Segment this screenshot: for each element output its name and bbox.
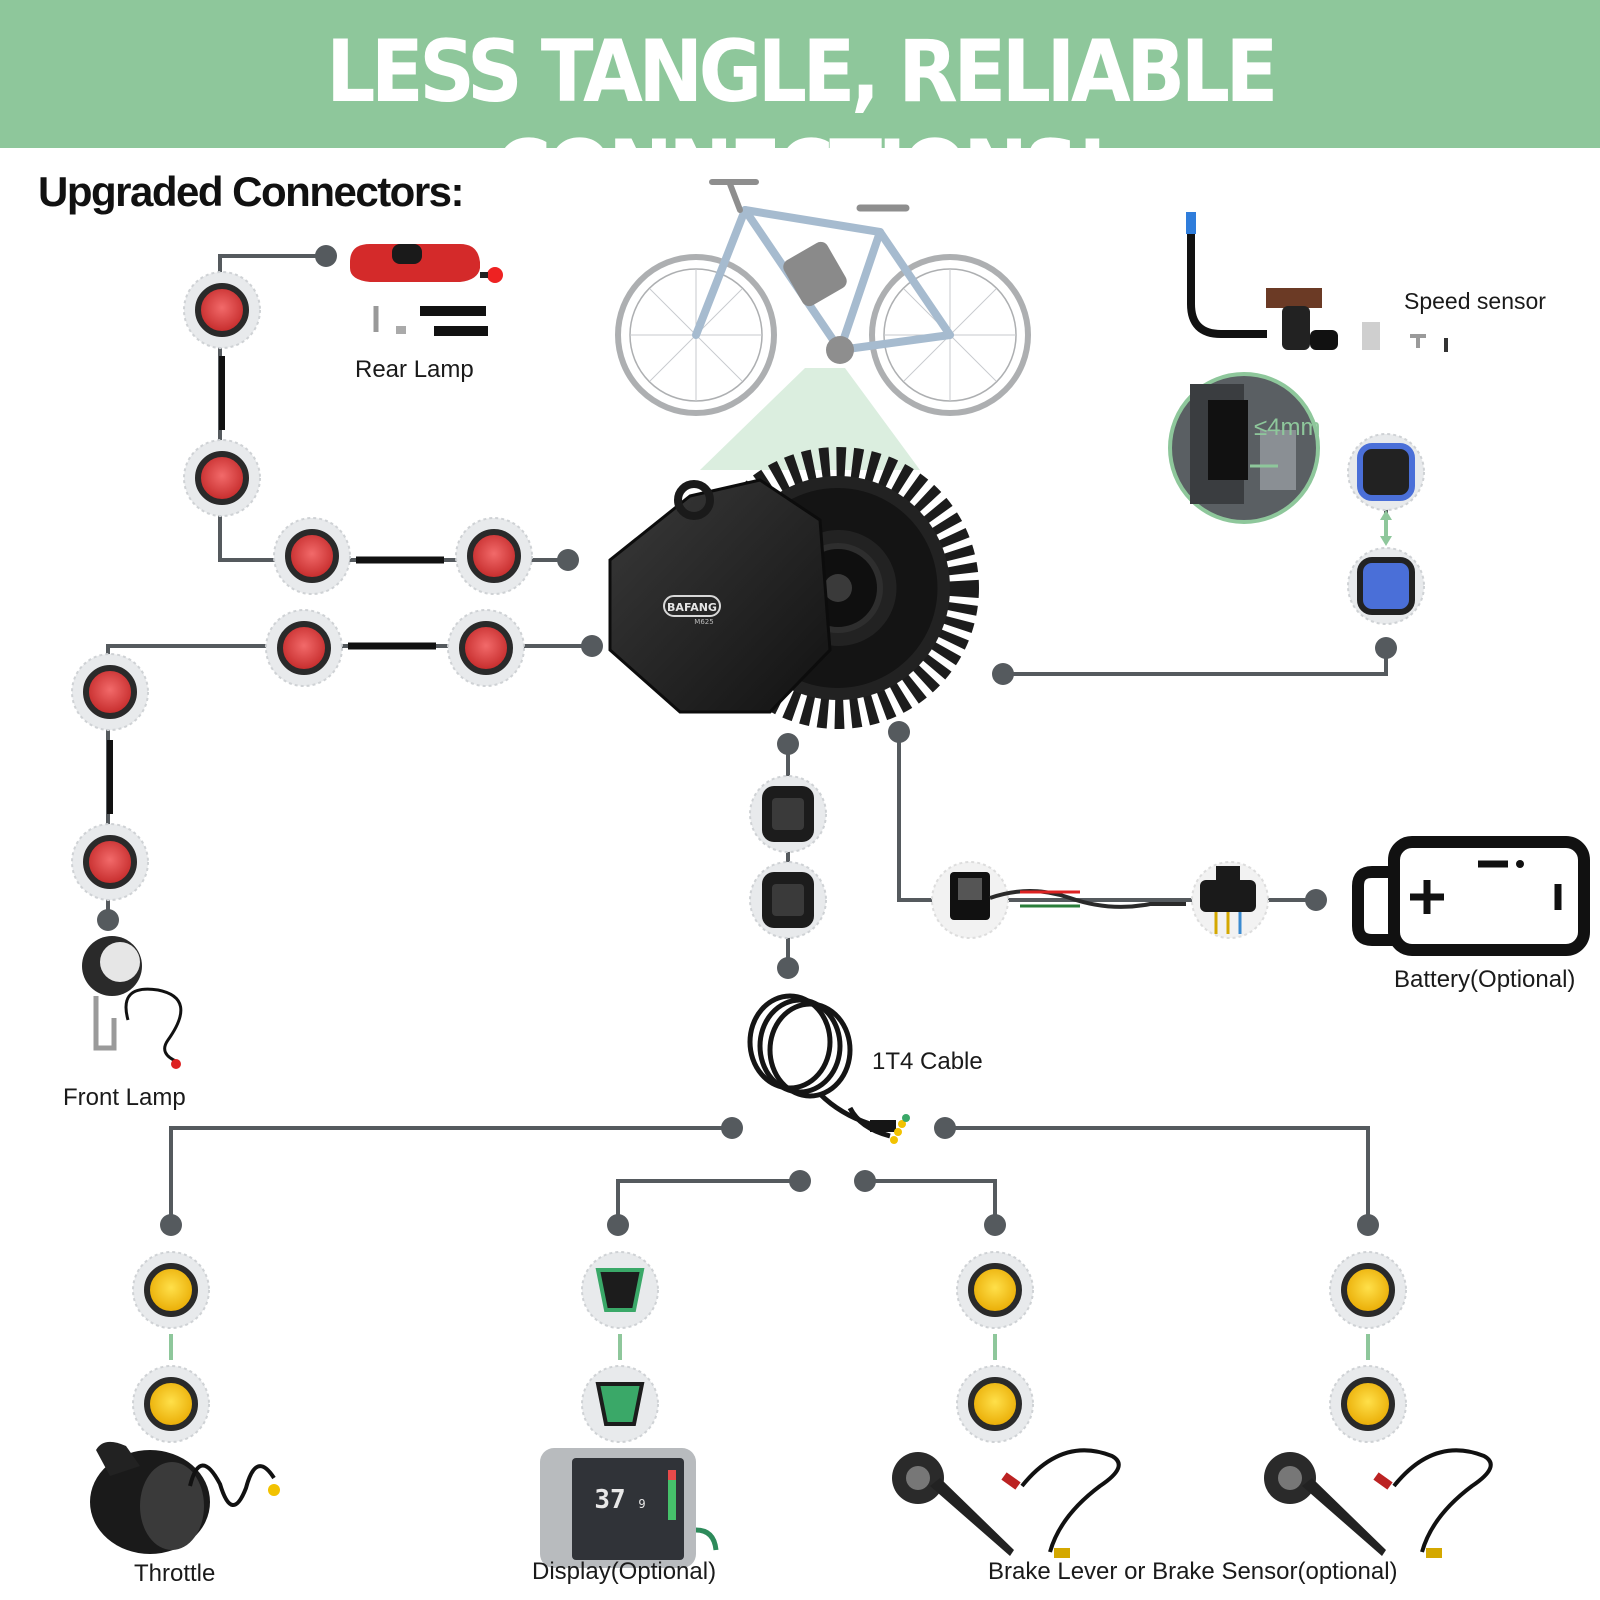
throttle-label: Throttle (134, 1560, 216, 1587)
battery-cable (931, 861, 1269, 939)
rear-lamp-label: Rear Lamp (355, 356, 474, 383)
speed-sensor-wire (1003, 648, 1388, 676)
zoom-beam (700, 368, 920, 470)
speed-sensor-connectors (1347, 433, 1425, 625)
sensor-gap-inset (1168, 372, 1320, 524)
speed-sensor-label: Speed sensor (1404, 288, 1546, 314)
display-branch-wire (616, 1179, 800, 1225)
motor-model-label: M625 (694, 618, 713, 626)
display-speed-decimal: 9 (638, 1497, 645, 1511)
rear-lamp-image (350, 244, 503, 336)
speed-sensor-image (1186, 212, 1448, 352)
battery-icon (1352, 836, 1590, 956)
battery-label: Battery(Optional) (1394, 966, 1576, 993)
cable-label: 1T4 Cable (872, 1048, 983, 1075)
front-lamp-wire (106, 644, 592, 920)
mid-drive-motor: BAFANG M625 (608, 447, 979, 729)
lamp-connectors (71, 271, 533, 901)
sensor-gap-label: ≤4mm (1254, 414, 1321, 441)
bicycle-image (615, 179, 1031, 416)
brake-lever-left-image (892, 1448, 1121, 1558)
display-cable-connectors (749, 775, 827, 939)
brake-right-branch-wire (945, 1126, 1370, 1225)
battery-wire (897, 732, 1316, 902)
section-subtitle: Upgraded Connectors: (38, 168, 465, 215)
header-banner: LESS TANGLE, RELIABLE CONNECTIONS! (0, 0, 1600, 222)
front-lamp-image (82, 936, 183, 1069)
accessory-connectors (132, 1251, 1407, 1443)
motor-brand-label: BAFANG (667, 601, 717, 614)
brake-lever-right-image (1264, 1448, 1493, 1558)
display-label: Display(Optional) (532, 1558, 717, 1585)
banner-title: LESS TANGLE, RELIABLE CONNECTIONS! (326, 22, 1278, 222)
throttle-image (90, 1441, 280, 1554)
display-image: 37 9 (540, 1448, 719, 1568)
front-lamp-label: Front Lamp (63, 1084, 186, 1111)
throttle-branch-wire (169, 1126, 732, 1225)
1t4-cable-image (747, 993, 910, 1144)
junction-dots (97, 245, 1397, 1236)
brake-label: Brake Lever or Brake Sensor(optional) (988, 1558, 1398, 1585)
display-speed-readout: 37 (594, 1485, 625, 1515)
rear-lamp-wire (218, 254, 568, 562)
brake-left-branch-wire (865, 1179, 997, 1225)
